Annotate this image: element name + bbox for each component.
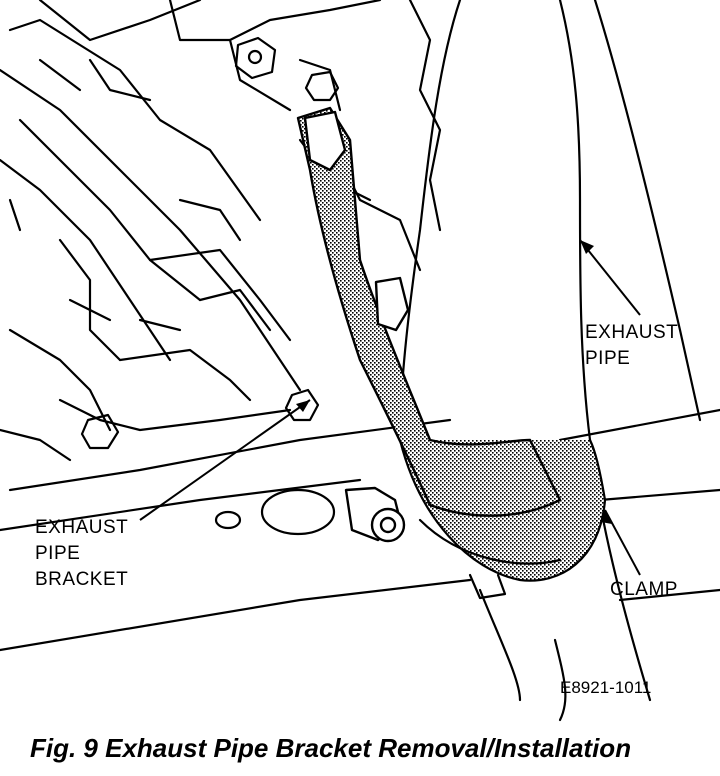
floor-pan [0, 408, 720, 652]
label-bracket-line3: BRACKET [35, 569, 129, 590]
label-bracket-line2: PIPE [35, 543, 81, 564]
exhaust-pipe-body [398, 0, 702, 722]
bracket-shape [296, 106, 562, 543]
leader-arrowheads [296, 240, 612, 524]
label-exhaust-pipe: EXHAUST PIPE [585, 320, 678, 372]
label-exhaust-pipe-line2: PIPE [585, 348, 631, 369]
figure-code: E8921-1011 [560, 678, 652, 697]
transmission-housing [0, 0, 442, 462]
label-bracket-line1: EXHAUST [35, 517, 129, 538]
label-exhaust-pipe-bracket: EXHAUST PIPE BRACKET [35, 515, 128, 593]
label-exhaust-pipe-line1: EXHAUST [585, 322, 679, 343]
label-clamp: CLAMP [610, 579, 678, 600]
figure-caption: Fig. 9 Exhaust Pipe Bracket Removal/Inst… [30, 733, 632, 763]
bolt-heads [80, 36, 340, 450]
leader-lines [139, 239, 641, 576]
